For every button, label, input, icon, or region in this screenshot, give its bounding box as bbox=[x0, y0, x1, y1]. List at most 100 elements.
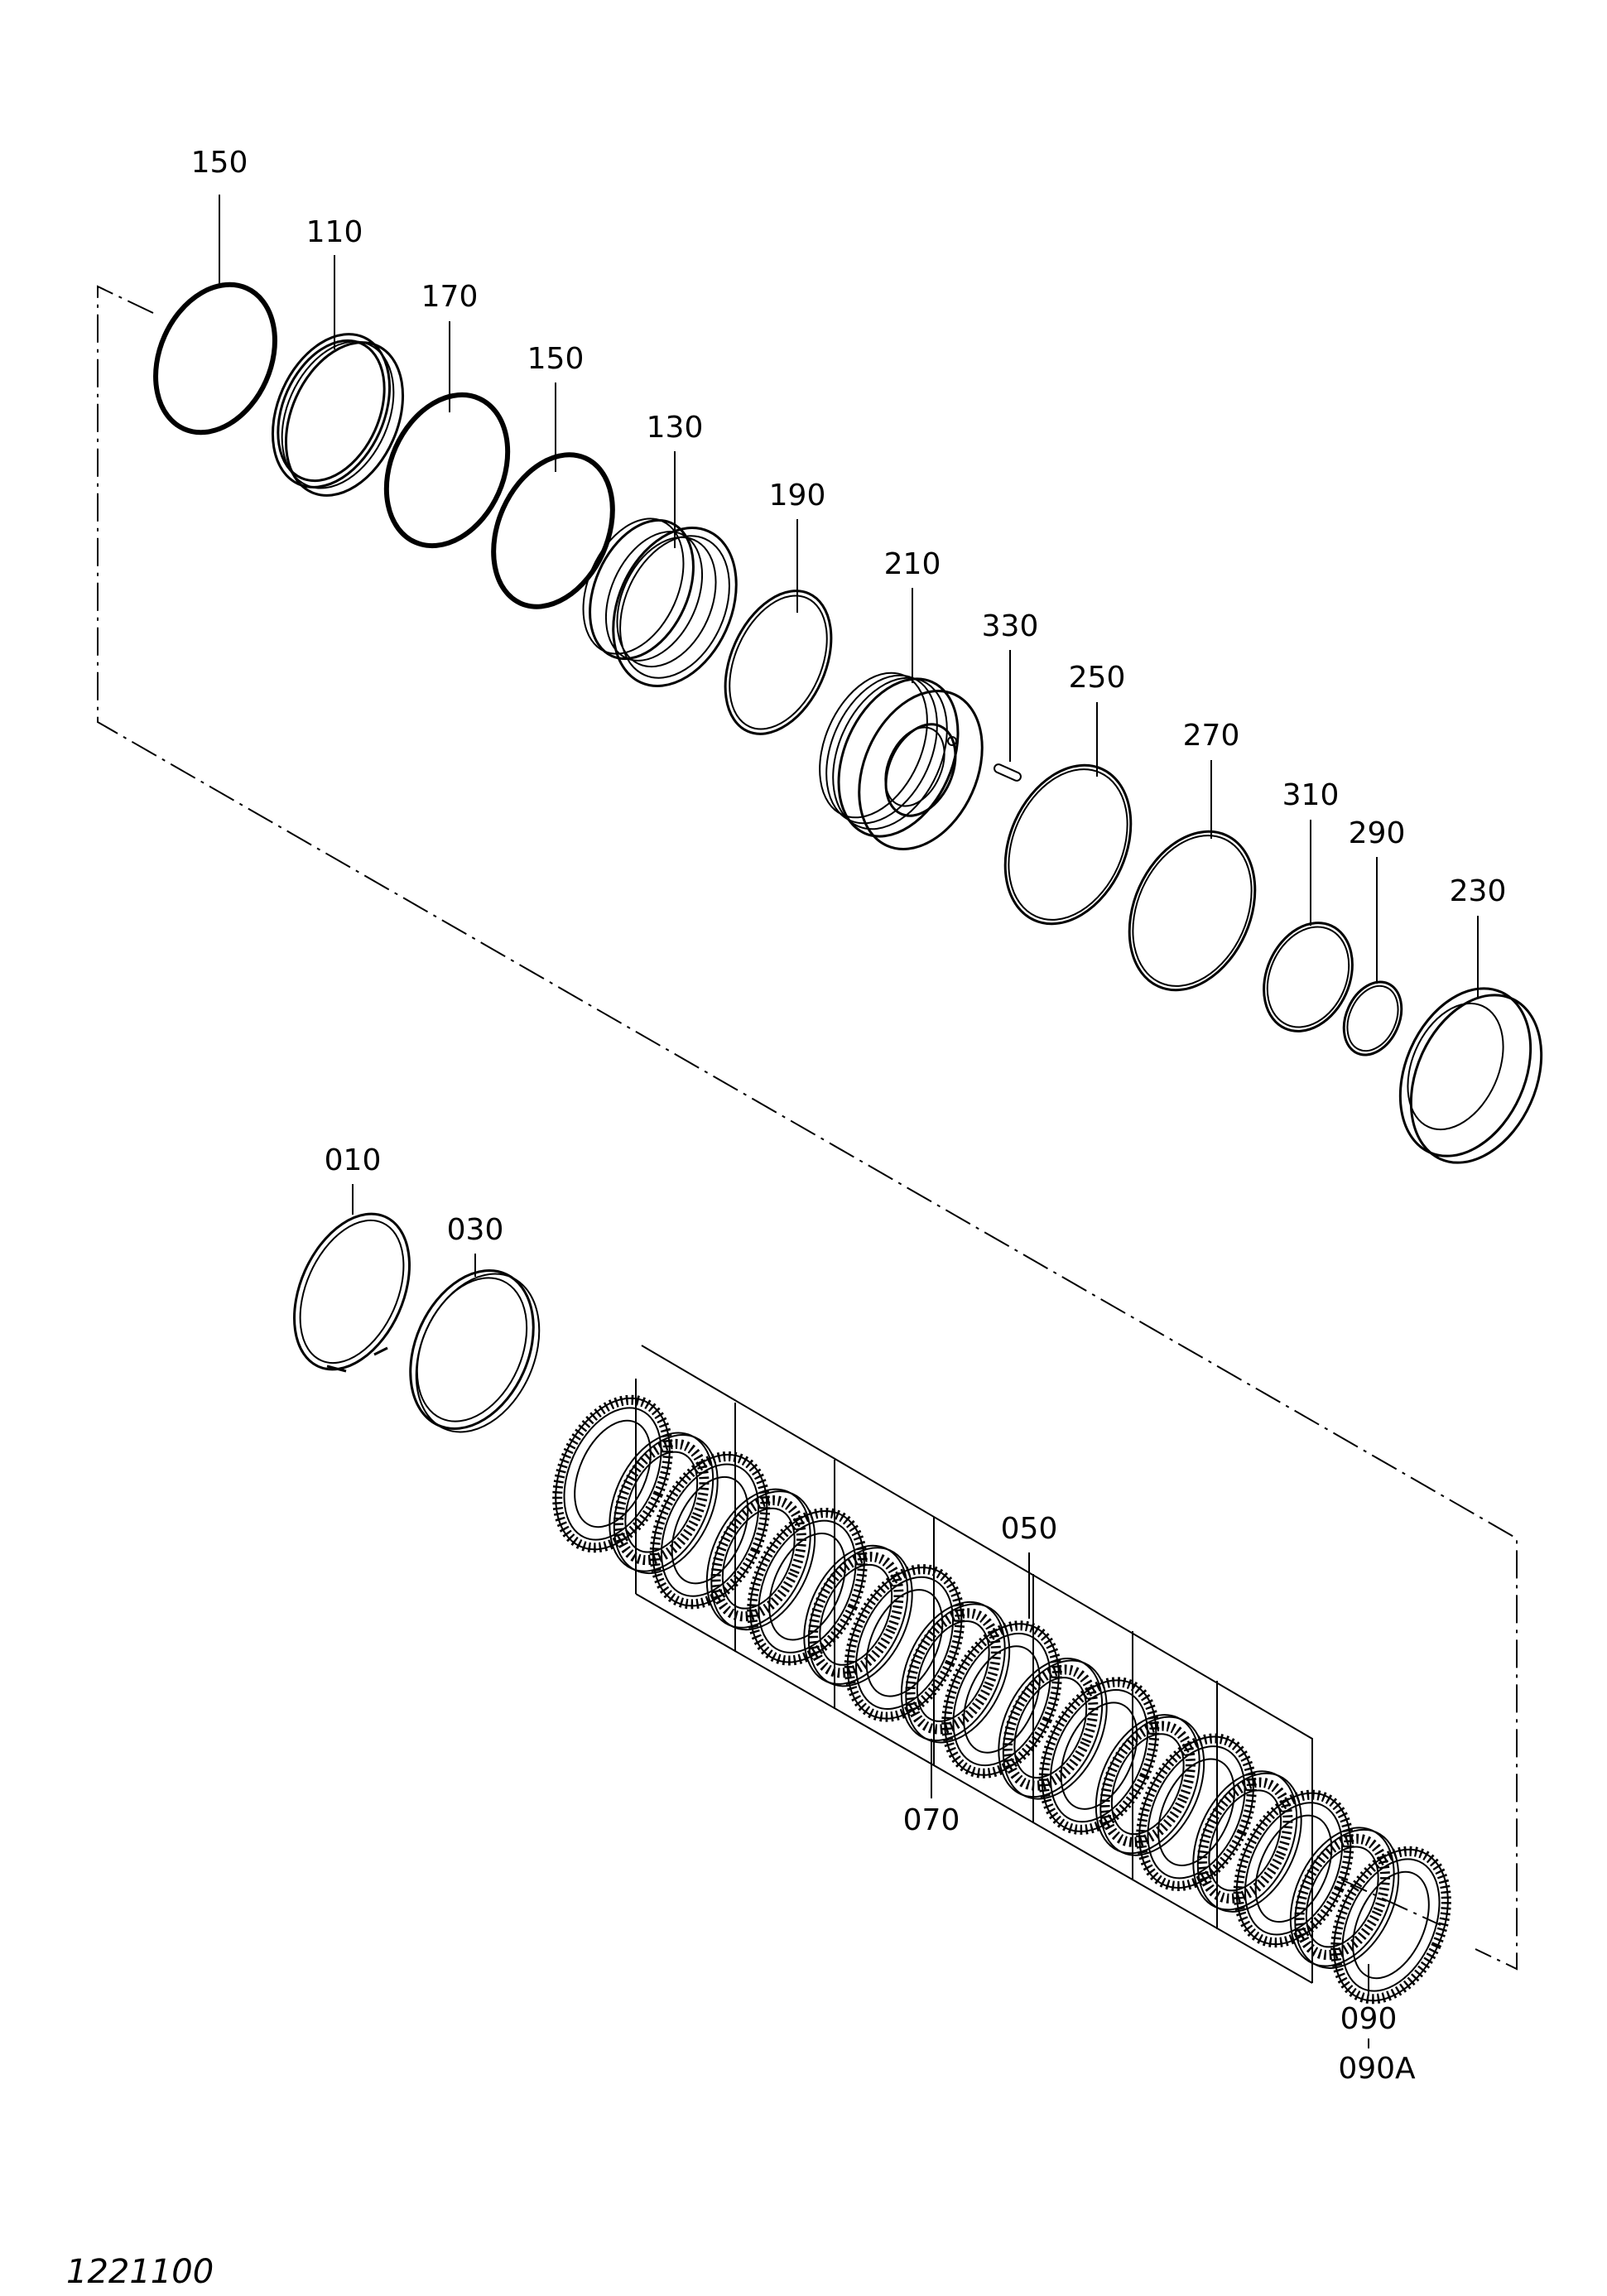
plate-outline bbox=[1330, 1846, 1451, 2005]
part-130-piston[interactable] bbox=[564, 503, 760, 705]
plate-outline bbox=[1013, 1677, 1088, 1779]
clutch-plates-050-070-090[interactable] bbox=[533, 1380, 1470, 2019]
toothed-clutch-plate[interactable] bbox=[1215, 1775, 1373, 1962]
plate-outline bbox=[1099, 1721, 1196, 1847]
plate-outline bbox=[563, 1407, 662, 1541]
assembly-frame bbox=[97, 285, 1518, 1971]
plate-outline bbox=[747, 1507, 868, 1666]
callout-090: 090 bbox=[1340, 2002, 1398, 2036]
plate-outline bbox=[1294, 1833, 1390, 1961]
plate-outline bbox=[1289, 1827, 1395, 1967]
part-030-ring[interactable] bbox=[387, 1251, 563, 1451]
part-230-plate[interactable] bbox=[1375, 968, 1566, 1183]
part-110-ring[interactable] bbox=[250, 315, 426, 513]
part-210-hub[interactable] bbox=[799, 656, 1006, 869]
toothed-clutch-plate[interactable] bbox=[922, 1606, 1080, 1793]
plate-outline bbox=[705, 1488, 811, 1629]
plate-outline bbox=[721, 1507, 796, 1610]
callout-170: 170 bbox=[421, 280, 479, 314]
plate-outline bbox=[963, 1645, 1041, 1754]
plate-outline bbox=[1197, 1777, 1293, 1904]
part-270-ring[interactable] bbox=[1105, 811, 1278, 1010]
callout-110: 110 bbox=[306, 215, 363, 249]
plate-outline bbox=[1095, 1714, 1200, 1855]
plate-outline bbox=[574, 1419, 652, 1528]
plate-outline bbox=[865, 1589, 944, 1697]
plate-outline bbox=[1060, 1702, 1138, 1810]
plate-outline bbox=[1244, 1802, 1344, 1936]
plate-outline bbox=[1136, 1733, 1257, 1892]
callout-190: 190 bbox=[769, 479, 826, 513]
plate-outline bbox=[1110, 1733, 1185, 1836]
toothed-clutch-plate[interactable] bbox=[825, 1549, 984, 1736]
plate-outline bbox=[952, 1632, 1051, 1767]
part-190-ring[interactable] bbox=[705, 575, 852, 751]
toothed-clutch-plate[interactable] bbox=[1020, 1663, 1178, 1850]
plate-outline bbox=[1192, 1770, 1298, 1911]
part-150-ring[interactable] bbox=[133, 266, 297, 451]
smooth-clutch-plate[interactable] bbox=[1270, 1812, 1418, 1985]
plate-outline bbox=[710, 1495, 806, 1622]
plate-outline bbox=[609, 1432, 714, 1572]
plate-outline bbox=[660, 1463, 760, 1597]
plate-outline bbox=[1233, 1789, 1354, 1948]
plate-outline bbox=[768, 1533, 846, 1641]
callout-130: 130 bbox=[647, 411, 704, 445]
plate-outline bbox=[998, 1658, 1104, 1798]
toothed-clutch-plate[interactable] bbox=[631, 1437, 789, 1624]
plate-outline bbox=[1003, 1664, 1099, 1791]
plate-outline bbox=[552, 1394, 673, 1553]
plate-outline bbox=[916, 1620, 990, 1722]
callout-230: 230 bbox=[1450, 874, 1507, 908]
callout-030: 030 bbox=[447, 1213, 504, 1247]
callout-010: 010 bbox=[325, 1143, 382, 1177]
toothed-clutch-plate[interactable] bbox=[533, 1380, 691, 1567]
plate-outline bbox=[1147, 1745, 1246, 1880]
callout-330: 330 bbox=[982, 609, 1039, 643]
smooth-clutch-plate[interactable] bbox=[686, 1473, 835, 1646]
plate-outline bbox=[803, 1544, 909, 1685]
part-170-ring[interactable] bbox=[363, 376, 531, 566]
plate-outline bbox=[844, 1564, 965, 1722]
toothed-clutch-plate[interactable] bbox=[1117, 1719, 1275, 1906]
drawing-number: 1221100 bbox=[66, 2253, 214, 2291]
plate-outline bbox=[1157, 1758, 1235, 1866]
plate-outline bbox=[905, 1608, 1001, 1735]
part-250-ring[interactable] bbox=[981, 745, 1154, 944]
plate-outline bbox=[1254, 1814, 1333, 1923]
plate-outline bbox=[649, 1451, 771, 1610]
callout-150: 150 bbox=[191, 146, 248, 180]
plate-outline bbox=[1305, 1846, 1379, 1948]
callout-290: 290 bbox=[1349, 816, 1406, 850]
smooth-clutch-plate[interactable] bbox=[979, 1642, 1127, 1815]
smooth-clutch-plate[interactable] bbox=[589, 1417, 738, 1590]
smooth-clutch-plate[interactable] bbox=[784, 1529, 932, 1702]
plate-outline bbox=[900, 1600, 1006, 1741]
plate-outline bbox=[808, 1552, 904, 1678]
callout-labels: 150 110 170 150 130 190 210 330 250 270 … bbox=[191, 146, 1507, 2086]
callout-250: 250 bbox=[1069, 661, 1126, 695]
smooth-clutch-plate[interactable] bbox=[881, 1586, 1029, 1759]
plate-outline bbox=[1352, 1870, 1430, 1980]
plate-outline bbox=[1208, 1789, 1282, 1892]
toothed-clutch-plate[interactable] bbox=[728, 1493, 886, 1680]
plate-outline bbox=[819, 1563, 893, 1666]
smooth-clutch-plate[interactable] bbox=[1075, 1699, 1224, 1872]
smooth-clutch-plate[interactable] bbox=[1173, 1755, 1321, 1928]
part-290-ring[interactable] bbox=[1333, 973, 1412, 1064]
plate-outline bbox=[758, 1519, 857, 1653]
callout-150b: 150 bbox=[527, 342, 585, 376]
callout-070: 070 bbox=[903, 1803, 960, 1837]
part-310-ring[interactable] bbox=[1248, 909, 1369, 1046]
plate-outline bbox=[624, 1451, 699, 1553]
part-010-snap-ring[interactable] bbox=[272, 1196, 432, 1387]
plate-outline bbox=[671, 1475, 749, 1585]
plate-outline bbox=[941, 1620, 1062, 1779]
plate-outline bbox=[854, 1576, 955, 1710]
part-330-pin[interactable] bbox=[993, 763, 1022, 782]
toothed-clutch-plate[interactable] bbox=[1311, 1832, 1470, 2019]
callout-310: 310 bbox=[1282, 778, 1340, 812]
part-150b-ring[interactable] bbox=[471, 436, 636, 625]
callout-050: 050 bbox=[1001, 1512, 1058, 1546]
